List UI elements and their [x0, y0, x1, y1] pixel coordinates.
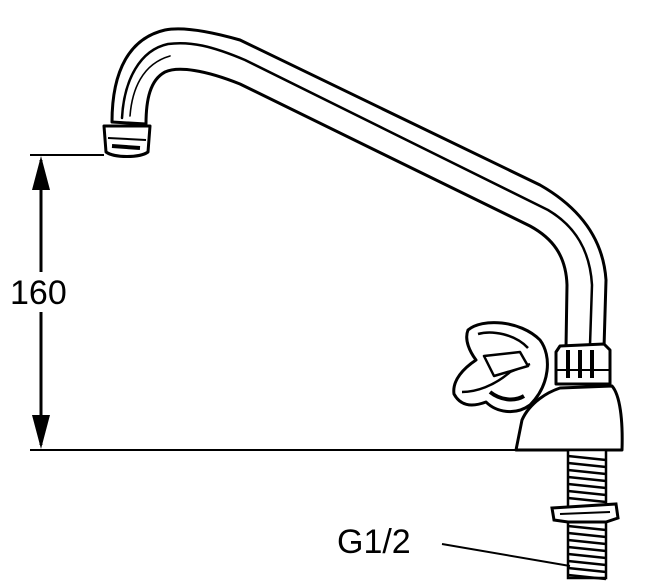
thread-line — [567, 468, 607, 476]
handle[interactable] — [452, 321, 549, 414]
thread-line — [567, 531, 607, 539]
thread-leader-line — [441, 543, 571, 567]
thread-line — [567, 552, 607, 560]
thread-line — [567, 482, 607, 490]
arrow-up-icon — [32, 156, 50, 190]
thread-line — [567, 566, 607, 574]
dimension-label: 160 — [10, 274, 67, 312]
thread-line — [567, 454, 607, 462]
thread-line — [567, 496, 607, 504]
thread-line — [567, 475, 607, 483]
thread-line — [567, 489, 607, 497]
aerator — [102, 124, 152, 158]
spout-shading — [120, 41, 594, 347]
thread-line — [567, 559, 607, 567]
spout — [110, 27, 608, 350]
arrow-down-icon — [32, 415, 50, 449]
valve-body — [514, 342, 624, 452]
threaded-shank — [550, 448, 620, 581]
thread-line — [567, 545, 607, 553]
thread-line — [567, 573, 607, 581]
swivel-nut — [554, 342, 612, 386]
thread-line — [567, 524, 607, 532]
thread-line — [567, 538, 607, 546]
height-dimension — [8, 154, 104, 449]
spout-shading-inner — [129, 55, 171, 117]
spout-tube — [110, 27, 608, 350]
thread-label: G1/2 — [337, 523, 411, 561]
thread-line — [567, 461, 607, 469]
